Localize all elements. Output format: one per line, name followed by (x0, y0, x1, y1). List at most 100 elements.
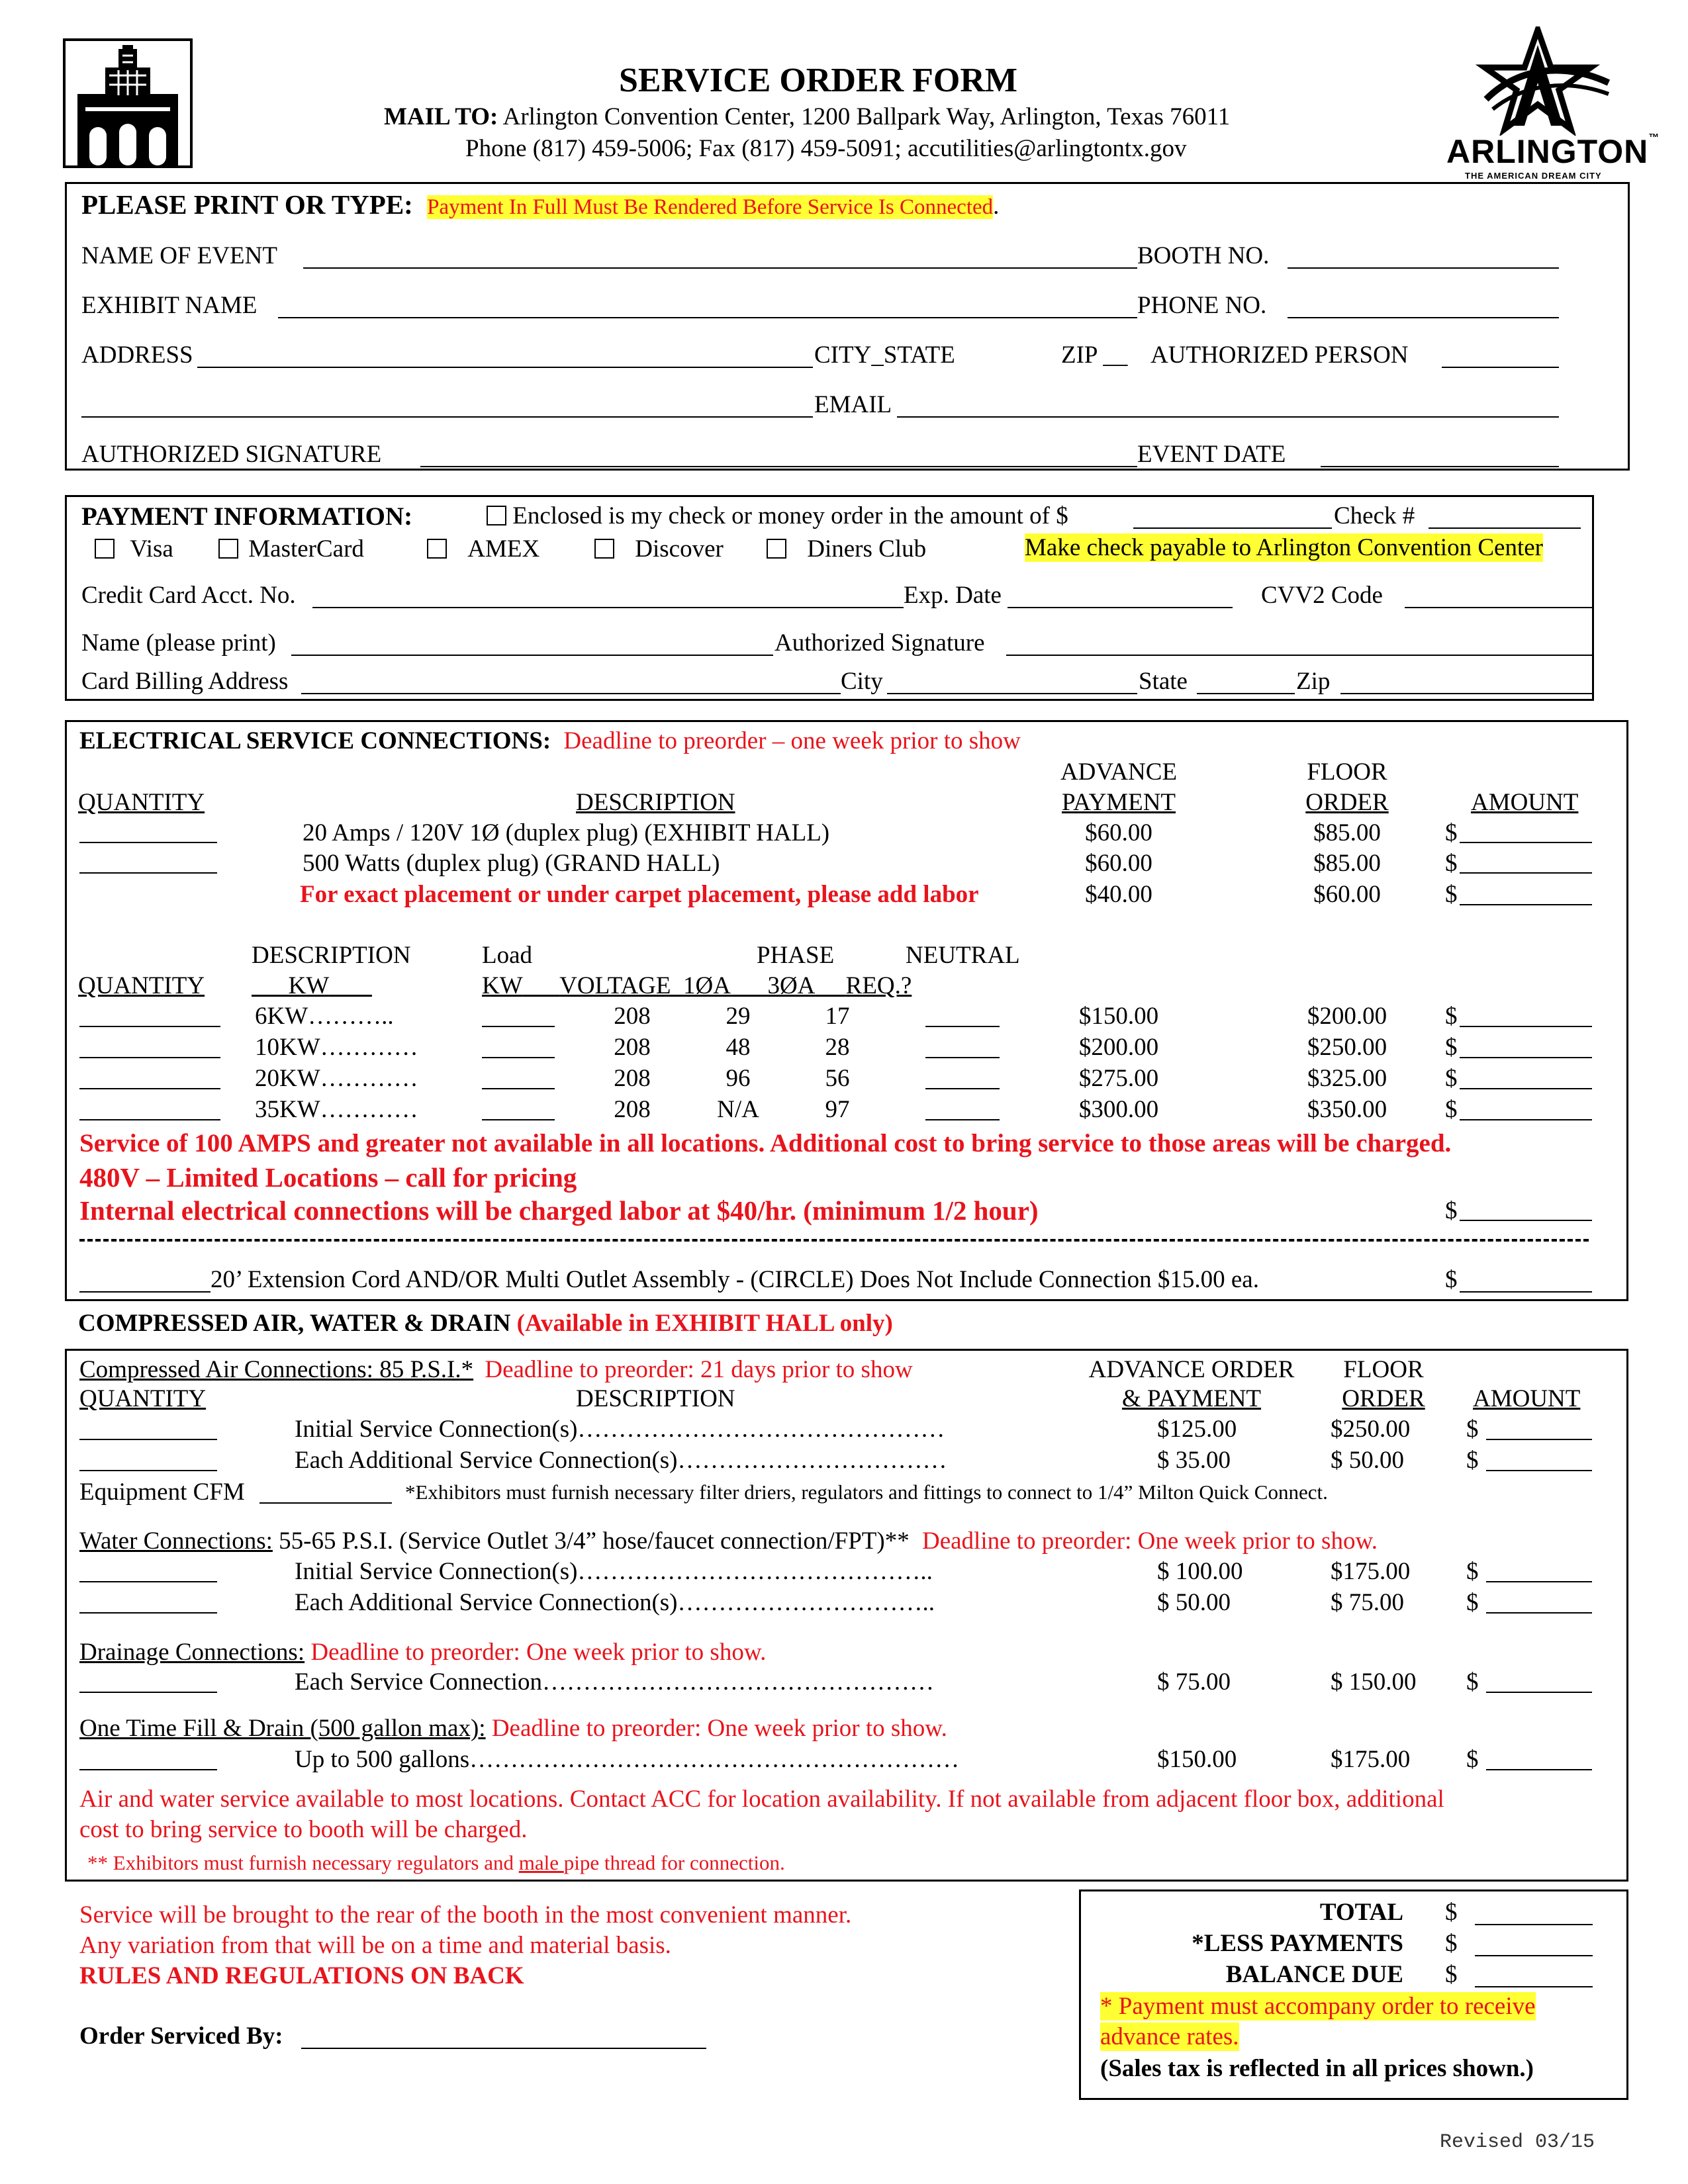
billing-address-field[interactable] (301, 693, 841, 694)
zip-label[interactable]: ZIP __ (1061, 341, 1128, 369)
equipment-cfm-field[interactable] (259, 1502, 392, 1504)
balance-due-field[interactable] (1475, 1986, 1593, 1987)
enclosed-checkbox[interactable] (487, 506, 506, 525)
contact-info-box (65, 182, 1630, 471)
load-kw-field[interactable] (482, 1026, 555, 1027)
air-water-heading: COMPRESSED AIR, WATER & DRAIN (78, 1310, 511, 1337)
extension-quantity-field[interactable] (79, 1291, 211, 1293)
male-note-1: ** Exhibitors must furnish necessary reg… (87, 1851, 519, 1874)
neutral-req-field[interactable] (925, 1026, 1000, 1027)
event-date-field[interactable] (1321, 466, 1559, 467)
amount-label: $ (1445, 1003, 1458, 1030)
mastercard-option[interactable]: MasterCard (218, 535, 364, 563)
phase-3a: 56 (825, 1065, 850, 1092)
neutral-req-field[interactable] (925, 1119, 1000, 1120)
revised-date: Revised 03/15 (1440, 2131, 1595, 2154)
advance-price: $300.00 (1078, 1096, 1159, 1123)
quantity-field[interactable] (79, 1769, 217, 1770)
exhibit-name-field[interactable] (278, 317, 1137, 318)
diners-club-option[interactable]: Diners Club (767, 535, 926, 563)
neutral-req-field[interactable] (925, 1057, 1000, 1058)
col-advance-1: ADVANCE (1060, 758, 1178, 786)
auth-sig-label: Authorized Signature (774, 629, 985, 657)
amex-checkbox[interactable] (427, 539, 447, 559)
phase-3a: 17 (825, 1003, 850, 1030)
quantity-field[interactable] (79, 1057, 220, 1058)
quantity-field[interactable] (79, 842, 217, 843)
quantity-field[interactable] (79, 872, 217, 874)
air-col-amount: AMOUNT (1473, 1385, 1581, 1412)
enclosed-amount-field[interactable] (1133, 527, 1332, 529)
amount-field[interactable] (1460, 1026, 1592, 1027)
visa-checkbox[interactable] (95, 539, 115, 559)
city-state-label: CITY_STATE (814, 341, 955, 369)
event-date-label: EVENT DATE (1137, 441, 1286, 468)
quantity-field[interactable] (79, 1612, 217, 1614)
male-note-2: pipe thread for connection. (563, 1851, 785, 1874)
amount-field[interactable] (1486, 1581, 1592, 1582)
amount-field[interactable] (1460, 904, 1592, 905)
quantity-field[interactable] (79, 1026, 220, 1027)
amount-field[interactable] (1486, 1692, 1592, 1693)
load-kw-field[interactable] (482, 1119, 555, 1120)
amount-field[interactable] (1486, 1769, 1592, 1770)
diners-club-checkbox[interactable] (767, 539, 786, 559)
address-line-2-field[interactable] (81, 416, 813, 418)
amount-field[interactable] (1460, 1088, 1592, 1089)
discover-option[interactable]: Discover (594, 535, 724, 563)
quantity-field[interactable] (79, 1692, 217, 1693)
amex-option[interactable]: AMEX (427, 535, 539, 563)
visa-option[interactable]: Visa (95, 535, 173, 563)
extension-amount-field[interactable] (1460, 1291, 1592, 1293)
availability-line-2: cost to bring service to booth will be c… (79, 1816, 528, 1843)
authorized-signature-field[interactable] (420, 466, 1137, 467)
name-print-field[interactable] (291, 655, 773, 656)
amount-field[interactable] (1460, 1119, 1592, 1120)
quantity-field[interactable] (79, 1119, 220, 1120)
amount-field[interactable] (1460, 842, 1592, 843)
labor-amount-field[interactable] (1460, 1220, 1592, 1221)
form-title: SERVICE ORDER FORM (619, 62, 1017, 99)
cvv2-field[interactable] (1405, 607, 1594, 608)
kw-description: 20KW………… (255, 1065, 418, 1092)
air-col-quantity: QUANTITY (79, 1385, 207, 1412)
discover-checkbox[interactable] (594, 539, 614, 559)
phone-no-field[interactable] (1288, 317, 1559, 318)
amount-field[interactable] (1486, 1439, 1592, 1440)
quantity-field[interactable] (79, 1470, 217, 1471)
email-field[interactable] (897, 416, 1559, 418)
amount-field[interactable] (1486, 1612, 1592, 1614)
exp-date-field[interactable] (1008, 607, 1233, 608)
quantity-field[interactable] (79, 1088, 220, 1089)
load-kw-field[interactable] (482, 1057, 555, 1058)
quantity-field[interactable] (79, 1581, 217, 1582)
check-no-field[interactable] (1429, 527, 1581, 529)
phase-3a: 28 (825, 1034, 850, 1061)
cvv2-label: CVV2 Code (1261, 582, 1383, 609)
air-psi: 85 P.S.I.* (373, 1356, 474, 1383)
name-of-event-field[interactable] (303, 267, 1137, 269)
mastercard-checkbox[interactable] (218, 539, 238, 559)
billing-state-field[interactable] (1197, 693, 1295, 694)
billing-city-field[interactable] (887, 693, 1137, 694)
booth-no-field[interactable] (1288, 267, 1559, 269)
billing-zip-field[interactable] (1340, 693, 1594, 694)
authorized-person-field[interactable] (1442, 367, 1559, 368)
serviced-by-field[interactable] (301, 2048, 706, 2049)
amount-field[interactable] (1460, 872, 1592, 874)
less-payments-field[interactable] (1475, 1955, 1593, 1956)
address-field[interactable] (197, 367, 813, 368)
total-field[interactable] (1475, 1924, 1593, 1925)
cc-acct-field[interactable] (312, 607, 904, 608)
service-description: Each Additional Service Connection(s)………… (295, 1589, 935, 1616)
billing-state-label: State (1139, 668, 1188, 695)
availability-line-1: Air and water service available to most … (79, 1786, 1444, 1813)
amount-field[interactable] (1486, 1470, 1592, 1471)
neutral-req-field[interactable] (925, 1088, 1000, 1089)
load-kw-field[interactable] (482, 1088, 555, 1089)
amount-field[interactable] (1460, 1057, 1592, 1058)
total-dollar: $ (1445, 1899, 1458, 1926)
col-advance-2: PAYMENT (1061, 789, 1176, 816)
quantity-field[interactable] (79, 1439, 217, 1440)
auth-sig-field[interactable] (1006, 655, 1594, 656)
